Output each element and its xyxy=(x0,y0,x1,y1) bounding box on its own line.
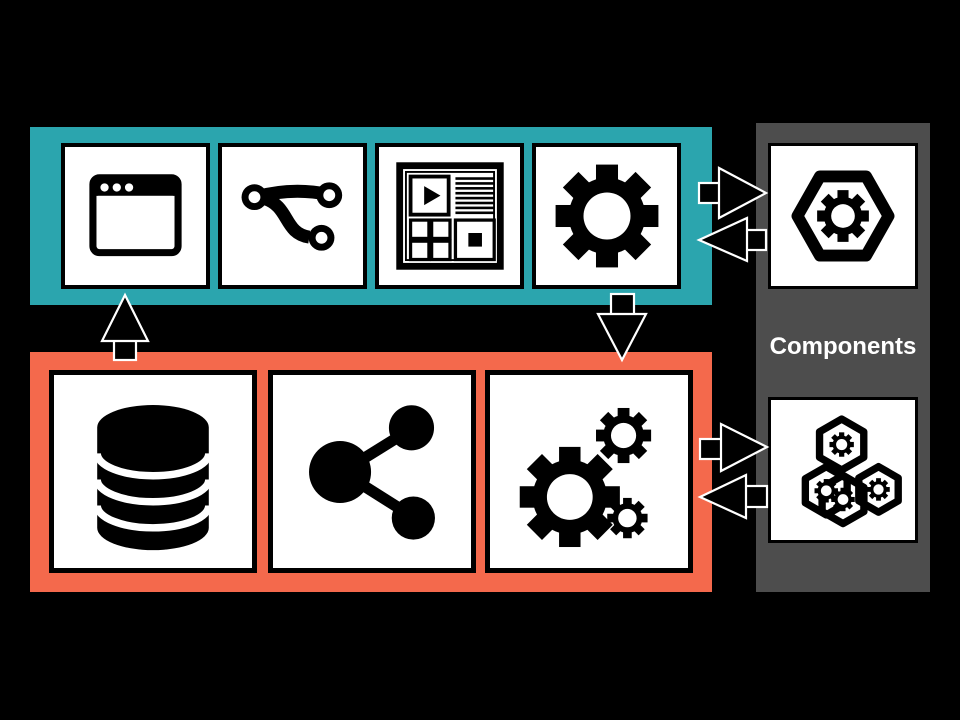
bottom-band-item-processing xyxy=(485,370,693,573)
top-band-item-browser xyxy=(61,143,210,289)
gear-icon xyxy=(555,164,658,268)
component-single-box xyxy=(768,143,918,289)
bottom-band-item-database xyxy=(49,370,257,573)
share-network-icon xyxy=(309,404,435,540)
database-icon xyxy=(93,404,213,550)
component-cluster-box xyxy=(768,397,918,543)
media-layout-icon xyxy=(395,162,504,270)
hexagon-cluster-icon xyxy=(801,415,902,528)
top-band-item-settings xyxy=(532,143,681,289)
bottom-band-item-share xyxy=(268,370,476,573)
git-branch-icon xyxy=(241,181,343,251)
components-panel: Components xyxy=(756,123,930,592)
hexagon-gear-icon xyxy=(791,170,895,262)
components-label: Components xyxy=(769,333,917,360)
top-band-item-version-control xyxy=(218,143,367,289)
gears-icon xyxy=(519,407,652,547)
top-band-item-media xyxy=(375,143,524,289)
bottom-band xyxy=(30,352,712,592)
top-band xyxy=(30,127,712,305)
browser-window-icon xyxy=(89,173,182,256)
